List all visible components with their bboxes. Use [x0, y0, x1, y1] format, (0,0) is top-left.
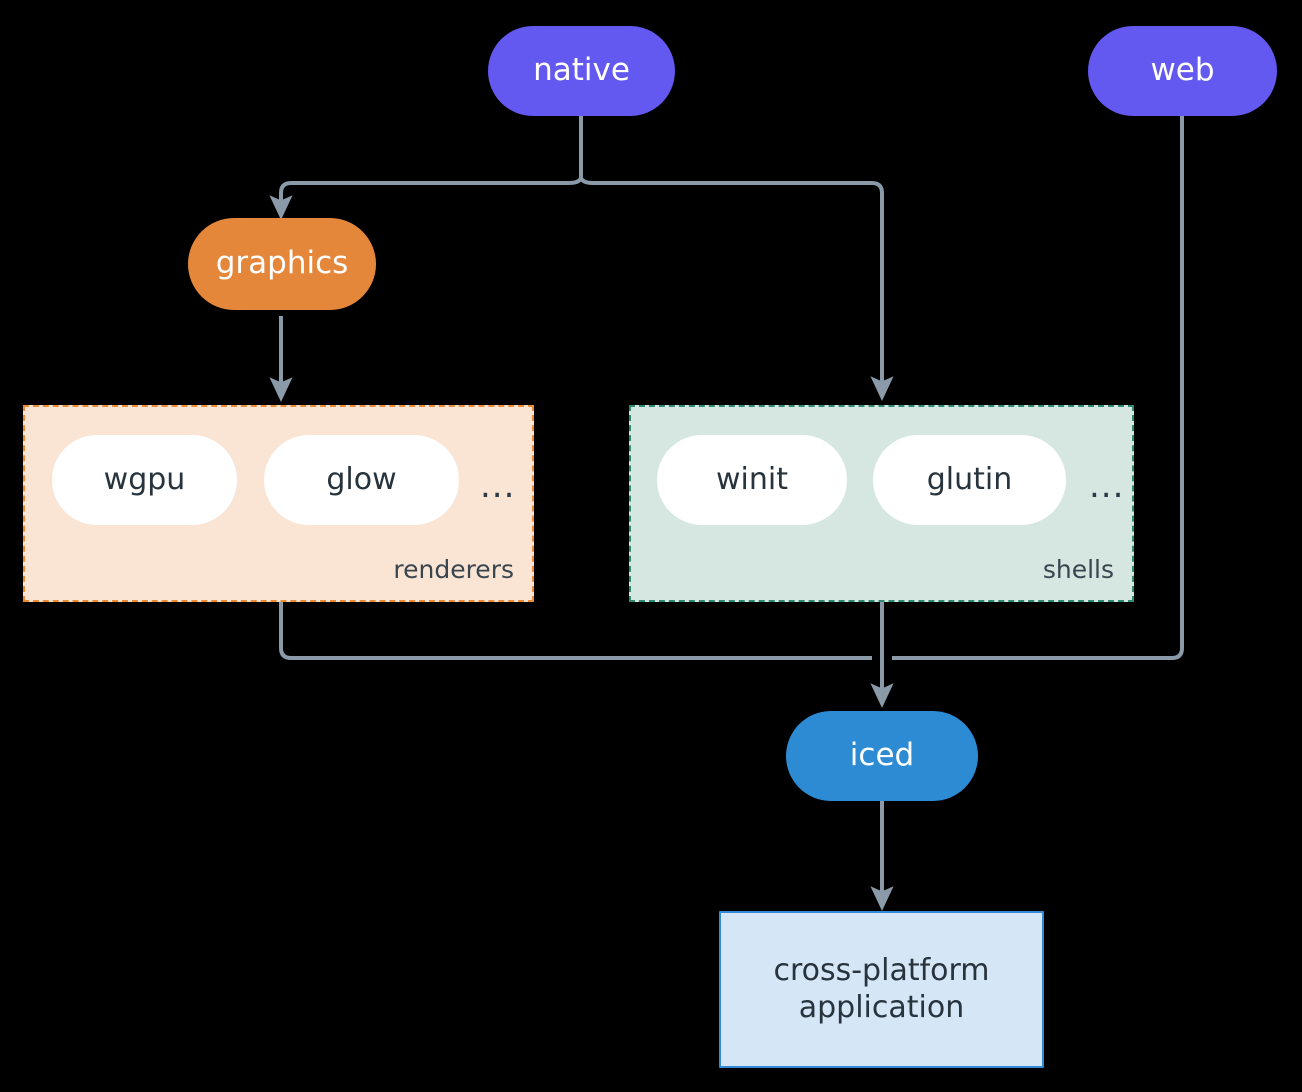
group-item-wgpu[interactable]: wgpu [52, 435, 237, 525]
group-shells-overflow-ellipsis: ... [1089, 466, 1125, 506]
group-item-glutin[interactable]: glutin [873, 435, 1066, 525]
group-renderers-overflow-ellipsis: ... [480, 466, 516, 506]
node-cross-platform-application[interactable]: cross-platform application [719, 911, 1044, 1068]
node-native-label: native [533, 52, 630, 89]
group-shells: winit glutin ... shells [629, 405, 1134, 602]
node-application-label-line1: cross-platform [773, 952, 990, 988]
group-item-winit-label: winit [716, 461, 788, 497]
node-iced[interactable]: iced [786, 711, 978, 801]
group-item-glutin-label: glutin [926, 461, 1013, 497]
group-item-winit[interactable]: winit [657, 435, 847, 525]
node-graphics-label: graphics [215, 245, 349, 282]
node-native[interactable]: native [488, 26, 675, 116]
node-graphics[interactable]: graphics [188, 218, 376, 310]
group-item-glow[interactable]: glow [264, 435, 459, 525]
group-item-wgpu-label: wgpu [103, 461, 186, 497]
node-web[interactable]: web [1088, 26, 1277, 116]
group-renderers: wgpu glow ... renderers [23, 405, 534, 602]
edge-renderers-to-bus [279, 602, 872, 660]
group-renderers-label: renderers [393, 555, 514, 584]
group-shells-label: shells [1042, 555, 1114, 584]
edge-native-to-shells [579, 177, 894, 402]
node-iced-label: iced [849, 737, 915, 774]
edge-native-to-graphics [269, 177, 583, 221]
node-application-label-line2: application [798, 989, 965, 1025]
node-web-label: web [1150, 52, 1215, 89]
group-item-glow-label: glow [326, 461, 397, 497]
